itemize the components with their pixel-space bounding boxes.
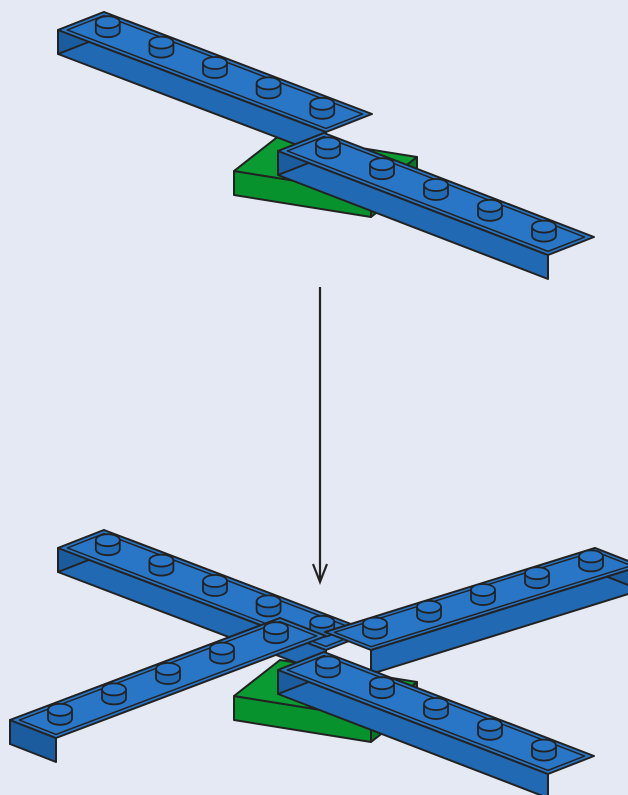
blue-beam-icon [277, 132, 595, 280]
down-arrow-icon [311, 287, 329, 586]
bottom-assembly [9, 529, 628, 795]
blue-beam-icon [57, 11, 373, 157]
top-assembly [57, 11, 595, 280]
blue-beam-icon [324, 547, 628, 675]
blue-beam-icon [9, 617, 327, 763]
blue-beam-icon [277, 651, 595, 795]
